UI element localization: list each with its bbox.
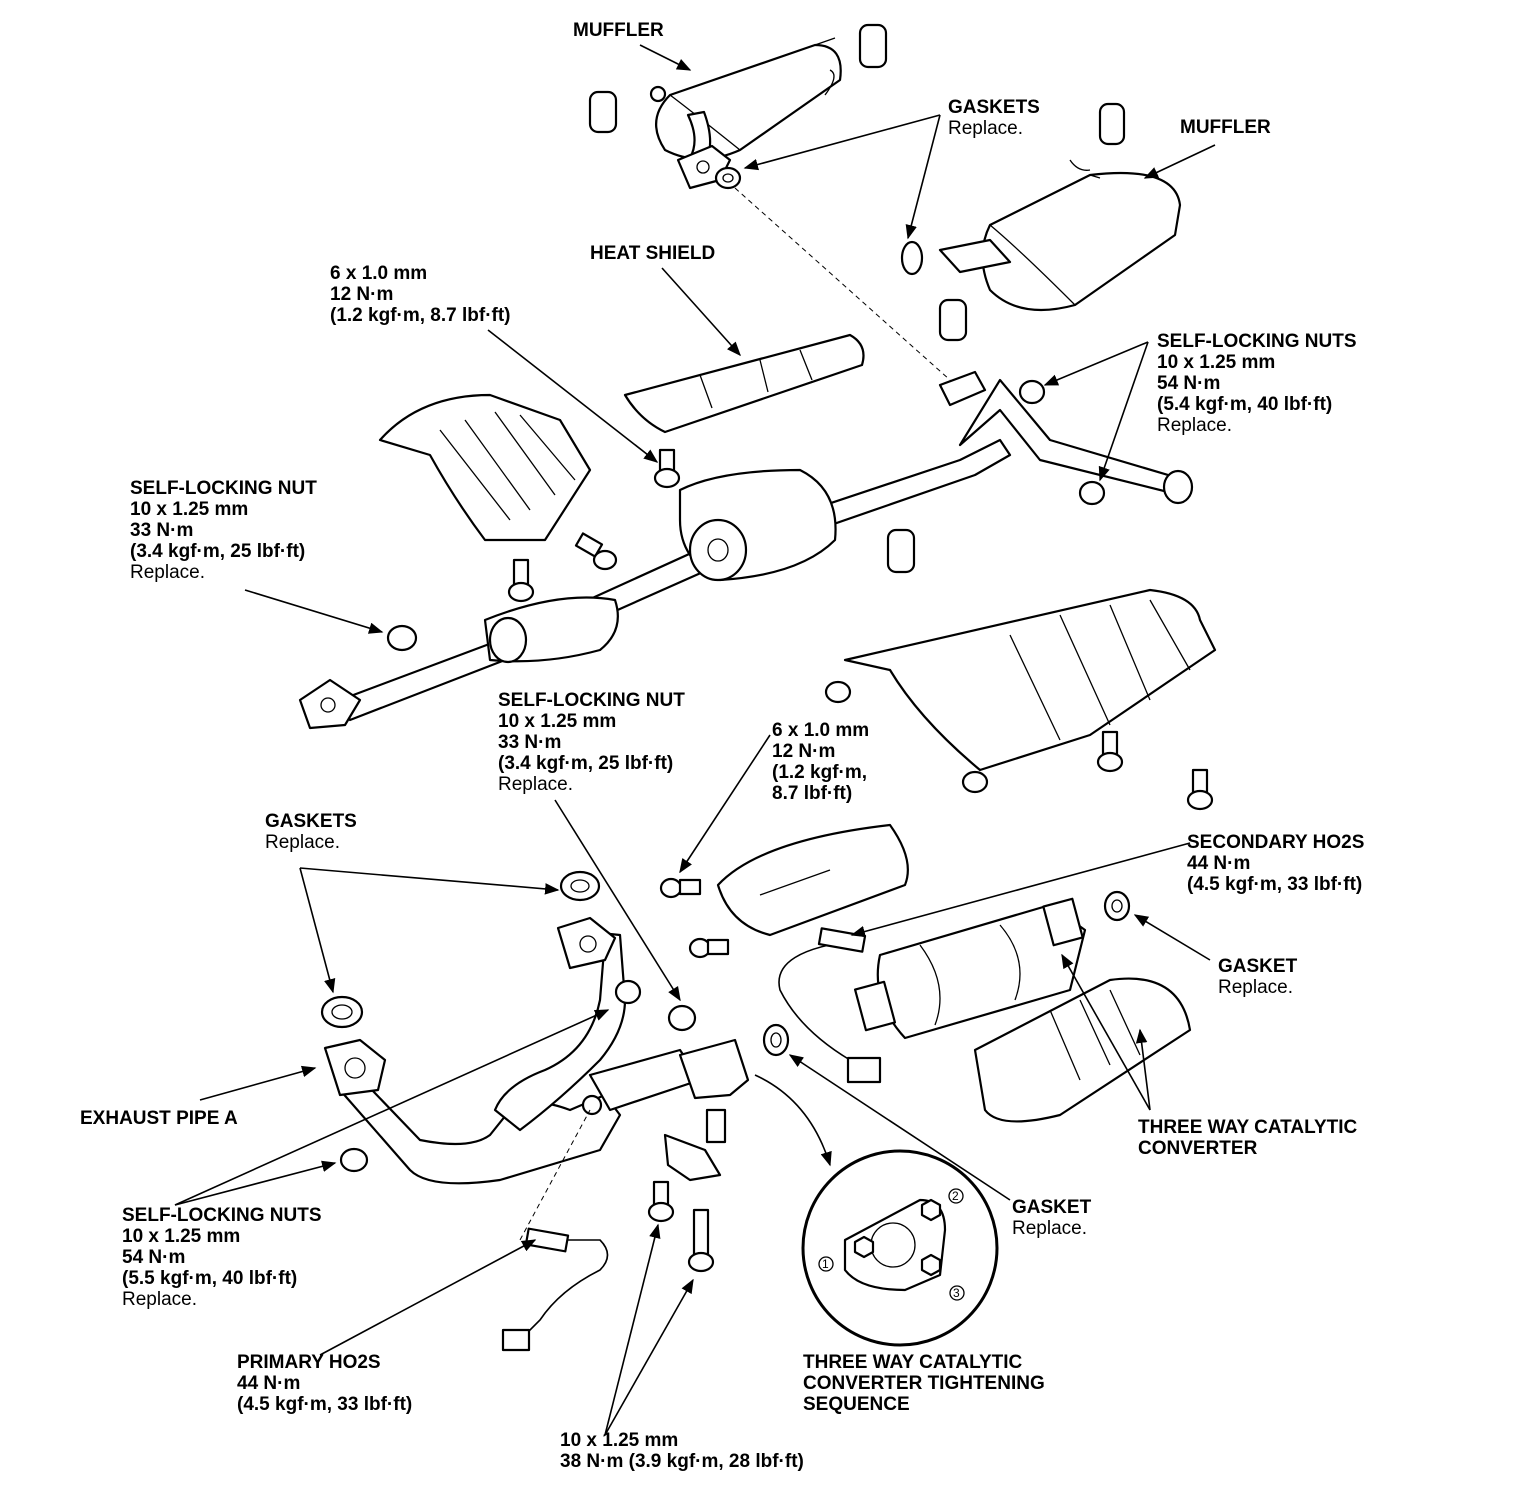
alignment-line	[734, 187, 951, 381]
bolt	[653, 448, 681, 489]
gasket-top	[714, 166, 742, 190]
label-secondary-ho2s: SECONDARY HO2S 44 N·m (4.5 kgf·m, 33 lbf…	[1187, 832, 1365, 895]
bolt	[659, 877, 730, 959]
label-self-locking-nut-left: SELF-LOCKING NUT 10 x 1.25 mm 33 N·m (3.…	[130, 478, 317, 583]
label-exhaust-pipe-a: EXHAUST PIPE A	[80, 1108, 238, 1129]
bracket	[647, 1108, 727, 1273]
label-bolt-6x1-mid: 6 x 1.0 mm 12 N·m (1.2 kgf·m, 8.7 lbf·ft…	[772, 720, 870, 804]
label-self-locking-nuts-bottom: SELF-LOCKING NUTS 10 x 1.25 mm 54 N·m (5…	[122, 1205, 322, 1310]
rubber-hanger	[588, 23, 888, 134]
heat-shield-cat-upper	[716, 823, 909, 937]
bolt	[961, 730, 1214, 811]
sequence-number-1: 1	[822, 1257, 829, 1271]
three-way-catalytic-converter	[853, 897, 1087, 1040]
exhaust-pipe-a	[323, 916, 750, 1185]
label-heat-shield: HEAT SHIELD	[590, 243, 716, 264]
label-gasket-right: GASKET Replace.	[1218, 956, 1298, 998]
leader-lines	[174, 44, 1216, 1436]
gasket-right	[1103, 890, 1131, 922]
primary-ho2s	[501, 1227, 609, 1352]
label-gaskets-top: GASKETS Replace.	[948, 97, 1040, 139]
center-pipe	[298, 370, 1194, 730]
label-self-locking-nut-mid: SELF-LOCKING NUT 10 x 1.25 mm 33 N·m (3.…	[498, 690, 685, 795]
bolt	[507, 532, 618, 603]
sequence-number-3: 3	[953, 1286, 960, 1300]
tightening-sequence-inset: 1 2 3	[801, 1149, 999, 1347]
gasket-left	[320, 870, 790, 1057]
rubber-hanger	[886, 528, 916, 574]
label-gasket-bottom: GASKET Replace.	[1012, 1197, 1092, 1239]
label-bolt-6x1-top: 6 x 1.0 mm 12 N·m (1.2 kgf·m, 8.7 lbf·ft…	[330, 263, 511, 326]
label-gaskets-left: GASKETS Replace.	[265, 811, 357, 853]
heat-shield-left	[378, 393, 592, 542]
sequence-number-2: 2	[952, 1189, 959, 1203]
heat-shield-cat-lower	[973, 977, 1192, 1123]
heat-shield-top	[623, 333, 865, 434]
label-muffler-top: MUFFLER	[573, 20, 664, 41]
label-tightening-sequence: THREE WAY CATALYTIC CONVERTER TIGHTENING…	[803, 1352, 1045, 1415]
label-three-way-catalytic-converter: THREE WAY CATALYTIC CONVERTER	[1138, 1117, 1358, 1159]
label-self-locking-nuts-top: SELF-LOCKING NUTS 10 x 1.25 mm 54 N·m (5…	[1157, 331, 1357, 436]
label-bolt-10x125-bottom: 10 x 1.25 mm 38 N·m (3.9 kgf·m, 28 lbf·f…	[560, 1430, 804, 1472]
self-locking-nut	[339, 979, 697, 1173]
muffler-right	[900, 102, 1182, 342]
alignment-line	[519, 1109, 591, 1241]
label-primary-ho2s: PRIMARY HO2S 44 N·m (4.5 kgf·m, 33 lbf·f…	[237, 1352, 413, 1415]
label-muffler-right: MUFFLER	[1180, 117, 1271, 138]
heat-shield-right	[843, 588, 1217, 772]
self-locking-nut	[386, 379, 1106, 704]
